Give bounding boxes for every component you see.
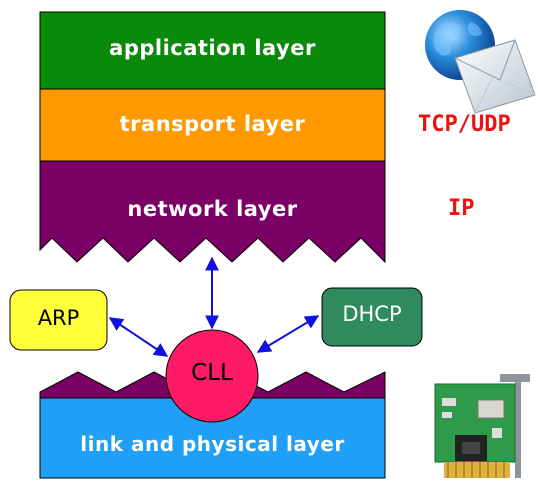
network-protocol-label: IP <box>448 196 475 221</box>
network-layer-band <box>39 160 386 264</box>
application-layer-label: application layer <box>109 36 316 60</box>
cll-label: CLL <box>191 360 233 386</box>
cll-circle <box>165 329 259 423</box>
network-layer-label: network layer <box>127 197 298 221</box>
transport-layer-band <box>39 88 386 162</box>
arrow-arp-cll <box>108 317 169 357</box>
dhcp-box <box>321 287 423 347</box>
dhcp-label: DHCP <box>342 302 402 326</box>
arp-box <box>9 289 108 351</box>
link-layer-label: link and physical layer <box>80 432 345 456</box>
arrow-dhcp-cll <box>256 315 320 353</box>
application-layer-band <box>39 11 386 90</box>
arp-label: ARP <box>37 306 80 330</box>
transport-protocol-label: TCP/UDP <box>418 112 511 137</box>
globe-mail-icon <box>425 10 536 114</box>
network-card-icon <box>434 374 530 478</box>
transport-layer-label: transport layer <box>119 112 306 136</box>
